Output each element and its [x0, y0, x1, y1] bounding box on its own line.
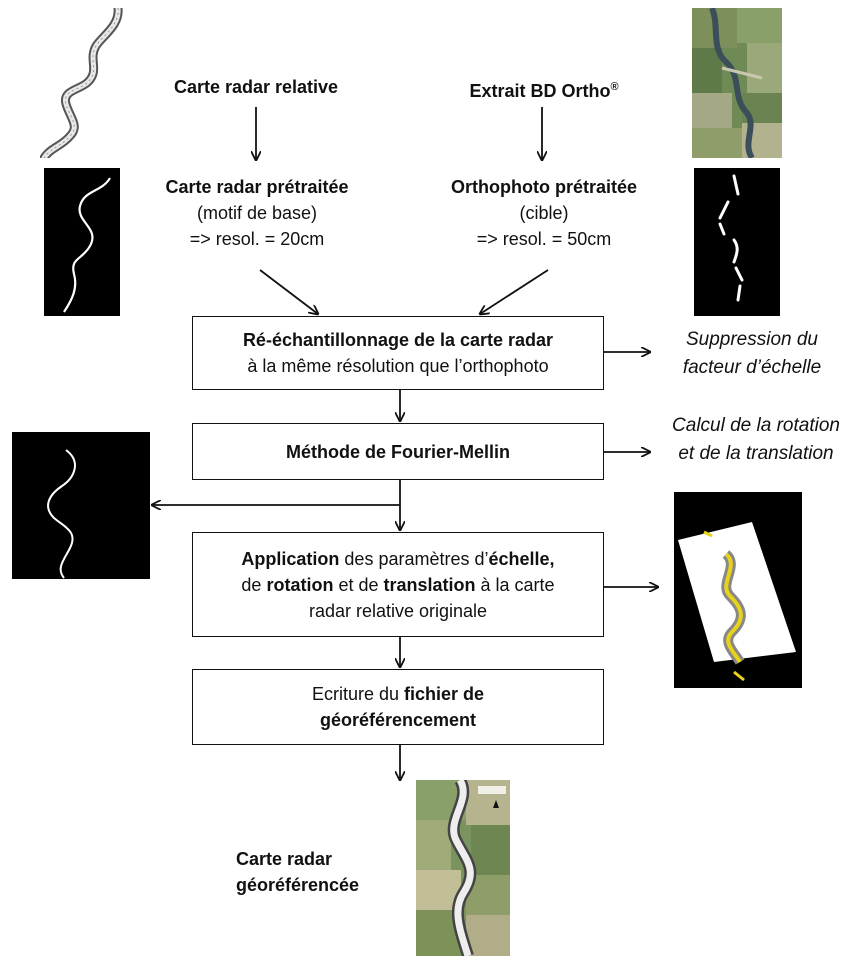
application-step-box: Application des paramètres d’échelle, de…	[192, 532, 604, 637]
relative-radar-map-label: Carte radar relative	[173, 77, 339, 97]
preprocessed-radar-role: (motif de base)	[196, 203, 318, 223]
ecriture-line2: géoréférencement	[319, 710, 477, 730]
relative-radar-map-thumbnail	[40, 8, 126, 158]
calcul-line1: Calcul de la rotation	[672, 415, 840, 436]
preprocessed-orthophoto-thumbnail	[694, 168, 780, 316]
translation-word: translation	[383, 574, 476, 595]
ecriture-line1: Ecriture du fichier de	[193, 681, 603, 707]
georeferenced-overlay-thumbnail	[674, 492, 802, 688]
application-word: Application	[241, 548, 340, 569]
georeferencing-file-step-box: Ecriture du fichier de géoréférencement	[192, 669, 604, 745]
arrow-right-diag	[480, 269, 549, 314]
preprocessed-ortho-resolution: => resol. = 50cm	[476, 229, 612, 249]
comma: ,	[549, 548, 555, 569]
application-text-d: à la carte	[475, 574, 555, 595]
ecriture-text: Ecriture du	[311, 684, 404, 704]
resample-step-detail: à la même résolution que l’orthophoto	[247, 356, 549, 376]
preprocessed-ortho-role: (cible)	[519, 203, 569, 223]
fourier-mellin-step-box: Méthode de Fourier-Mellin	[192, 423, 604, 480]
fichier-word: fichier de	[404, 684, 485, 704]
georeferenced-result-label: Carte radar géoréférencée	[236, 846, 416, 898]
preprocessed-ortho-label: Orthophoto prétraitée (cible) => resol. …	[414, 174, 674, 252]
resample-step-box: Ré-échantillonnage de la carte radar à l…	[192, 316, 604, 390]
scale-factor-removal-note: Suppression du facteur d’échelle	[646, 326, 858, 382]
application-text-c: et de	[333, 574, 384, 595]
application-step-line2: de rotation et de translation à la carte	[193, 572, 603, 598]
fourier-mellin-step-title: Méthode de Fourier-Mellin	[285, 441, 510, 462]
registered-mark: ®	[610, 81, 619, 93]
bd-ortho-extract-label: Extrait BD Ortho®	[420, 74, 668, 104]
application-step-line1: Application des paramètres d’échelle,	[193, 546, 603, 572]
application-text-b: de	[241, 574, 267, 595]
application-text-a: des paramètres d’	[339, 548, 489, 569]
result-line1: Carte radar	[236, 849, 333, 869]
georeferenced-radar-map-image	[416, 780, 510, 956]
preprocessed-radar-thumbnail	[44, 168, 120, 316]
preprocessed-radar-resolution: => resol. = 20cm	[189, 229, 325, 249]
preprocessed-ortho-title: Orthophoto prétraitée	[450, 177, 637, 197]
application-step-line3: radar relative originale	[308, 600, 488, 621]
bd-ortho-extract-thumbnail	[692, 8, 782, 158]
arrow-left-diag	[259, 269, 318, 314]
suppression-line1: Suppression du	[685, 329, 819, 350]
rotation-word: rotation	[266, 574, 334, 595]
calcul-line2: et de la translation	[678, 443, 834, 464]
preprocessed-radar-title: Carte radar prétraitée	[165, 177, 349, 197]
rotation-translation-note: Calcul de la rotation et de la translati…	[652, 412, 860, 468]
rotated-radar-thumbnail	[12, 432, 150, 579]
result-line2: géoréférencée	[236, 875, 360, 895]
scale-word: échelle	[488, 548, 550, 569]
preprocessed-radar-label: Carte radar prétraitée (motif de base) =…	[132, 174, 382, 252]
resample-step-title: Ré-échantillonnage de la carte radar	[242, 330, 554, 350]
bd-ortho-extract-text: Extrait BD Ortho	[469, 81, 611, 101]
suppression-line2: facteur d’échelle	[682, 357, 822, 378]
